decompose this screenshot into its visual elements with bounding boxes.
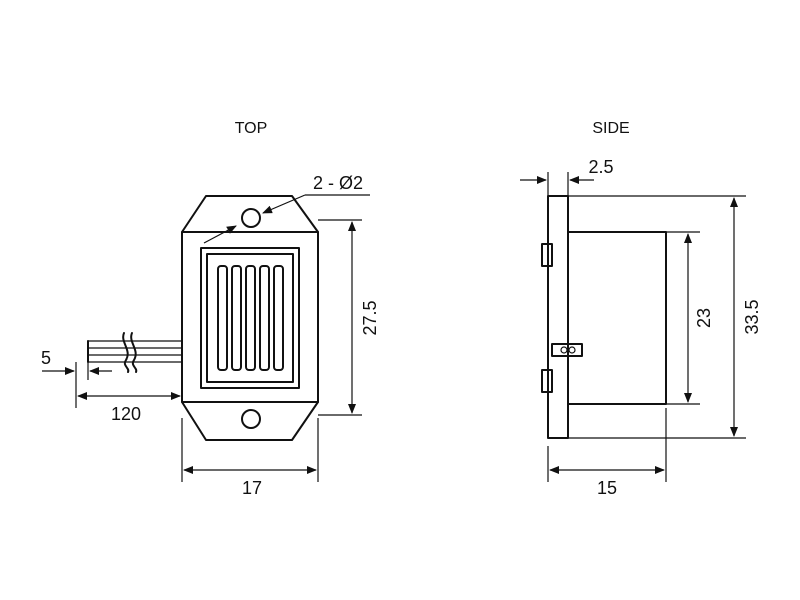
grille-frame-inner (206, 253, 294, 383)
lead-end-circle (560, 346, 568, 354)
side-terminal-upper (541, 243, 553, 267)
grille-slot (273, 265, 284, 371)
top-view-title: TOP (235, 120, 268, 137)
hole-leader-line (262, 194, 306, 214)
flange-thickness-label: 2.5 (588, 157, 613, 177)
side-body (567, 231, 667, 405)
grille-slot (245, 265, 256, 371)
grille-slot (231, 265, 242, 371)
body-height-label: 23 (694, 308, 714, 328)
top-height-label: 27.5 (360, 300, 380, 335)
grille-slot (217, 265, 228, 371)
top-view: TOP 2 - Ø2 (41, 120, 380, 498)
hole-leader-arrow (203, 225, 237, 244)
side-flange (547, 195, 569, 439)
side-depth-label: 15 (597, 478, 617, 498)
side-lead-exit (551, 343, 583, 357)
lead-strip-label: 5 (41, 348, 51, 368)
wire-break-symbol (122, 332, 130, 373)
mounting-hole-bottom (241, 409, 261, 429)
lead-end-circle (568, 346, 576, 354)
lead-length-label: 120 (111, 404, 141, 424)
top-width-label: 17 (242, 478, 262, 498)
overall-height-label: 33.5 (742, 299, 762, 334)
lead-wires (87, 332, 182, 373)
hole-spec-label: 2 - Ø2 (313, 173, 363, 193)
side-view-title: SIDE (592, 120, 629, 137)
grille-frame-outer (200, 247, 300, 389)
top-housing-outline (181, 195, 319, 441)
grille-slot (259, 265, 270, 371)
side-terminal-lower (541, 369, 553, 393)
side-view: SIDE 2.5 23 33.5 15 (520, 120, 762, 498)
mounting-hole-top (241, 208, 261, 228)
